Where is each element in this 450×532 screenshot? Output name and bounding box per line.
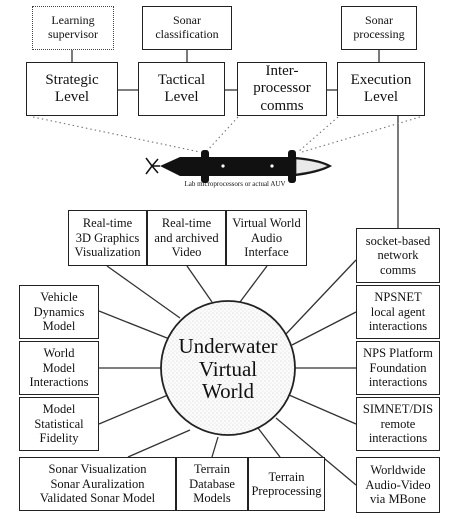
connector-vehicle-circle xyxy=(98,310,173,341)
tactical-level-box: Tactical Level xyxy=(138,62,225,116)
connector-terrain-pre-circle xyxy=(257,427,281,458)
nps-platform-box: NPS Platform Foundation interactions xyxy=(356,341,440,395)
terrain-preprocessing-box: Terrain Preprocessing xyxy=(248,457,325,511)
npsnet-interactions-box: NPSNET local agent interactions xyxy=(356,285,440,339)
sonar-model-box: Sonar Visualization Sonar Auralization V… xyxy=(19,457,176,511)
connector-graphics-circle xyxy=(106,265,181,319)
connector-socket-circle xyxy=(285,259,357,335)
auv-caption: Lab microprocessors or actual AUV xyxy=(184,180,286,188)
connector-npsnet-circle xyxy=(291,311,357,346)
sonar-classification-box: Sonar classification xyxy=(142,6,232,50)
connector-sonar-circle xyxy=(127,429,191,458)
execution-level-box: Execution Level xyxy=(337,62,425,116)
connector-audio-circle xyxy=(239,265,268,303)
terrain-database-box: Terrain Database Models xyxy=(176,457,248,511)
sonar-processing-box: Sonar processing xyxy=(341,6,417,50)
connector-video-circle xyxy=(186,265,213,303)
connector-terrain-db-circle xyxy=(211,436,219,458)
vehicle-dynamics-box: Vehicle Dynamics Model xyxy=(19,285,99,339)
world-model-box: World Model Interactions xyxy=(19,341,99,395)
socket-network-comms-box: socket-based network comms xyxy=(356,228,440,283)
mbone-audio-video-box: Worldwide Audio-Video via MBone xyxy=(356,457,440,513)
learning-supervisor-box: Learning supervisor xyxy=(32,6,114,50)
auv-vehicle-icon xyxy=(145,150,332,183)
simnet-dis-box: SIMNET/DIS remote interactions xyxy=(356,397,440,451)
strategic-level-box: Strategic Level xyxy=(26,62,118,116)
underwater-virtual-world-label: Underwater Virtual World xyxy=(178,334,278,404)
interprocessor-comms-box: Inter- processor comms xyxy=(237,62,327,116)
connector-statistical-circle xyxy=(98,394,169,425)
connector-worldwide-circle xyxy=(275,417,357,486)
statistical-fidelity-box: Model Statistical Fidelity xyxy=(19,397,99,451)
archived-video-box: Real-time and archived Video xyxy=(147,210,226,266)
auv-link-lines xyxy=(32,116,421,153)
graphics-visualization-box: Real-time 3D Graphics Visualization xyxy=(68,210,147,266)
audio-interface-box: Virtual World Audio Interface xyxy=(226,210,307,266)
connector-simnet-circle xyxy=(288,394,357,425)
center-circle xyxy=(160,300,296,436)
